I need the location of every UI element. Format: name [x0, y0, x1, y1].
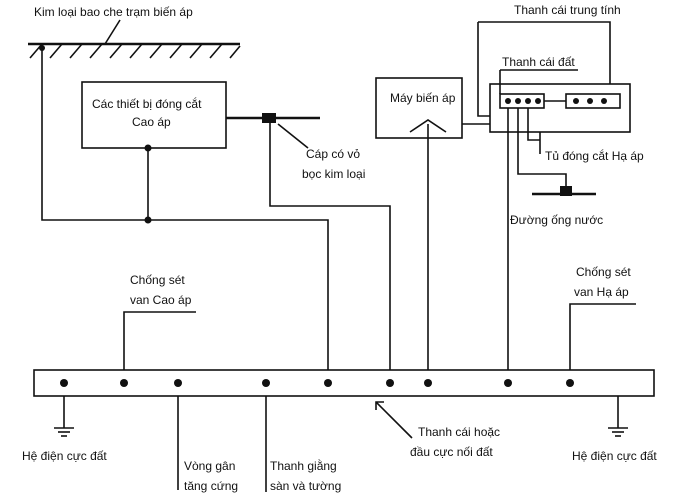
- earth-right-label: Hệ điện cực đất: [572, 449, 657, 463]
- bar-connection-dot: [120, 379, 128, 387]
- hv-arrester-label-2: van Cao áp: [130, 293, 192, 307]
- bar-connection-dot: [262, 379, 270, 387]
- floor-label-1: Thanh giằng: [270, 458, 337, 473]
- main-bar-leader: [375, 401, 413, 439]
- enclosure-symbol: [28, 42, 241, 59]
- lv-arrester-wire: [569, 303, 636, 382]
- water-pipe-clamp: [560, 186, 572, 196]
- terminal-dot: [515, 98, 521, 104]
- earth-left-label: Hệ điện cực đất: [22, 449, 107, 463]
- lv-box-bond: [527, 108, 540, 141]
- water-pipe-label: Đường ống nước: [510, 213, 603, 227]
- neutral-bus-leader: [478, 21, 611, 84]
- main-bar-label-2: đầu cực nối đất: [410, 445, 493, 459]
- hv-switchgear-label-1: Các thiết bị đóng cắt: [92, 96, 202, 111]
- bar-connection-dot: [504, 379, 512, 387]
- hv-switchgear-box: [81, 81, 227, 149]
- neutral-bus-label: Thanh cái trung tính: [514, 3, 621, 17]
- terminal-dot: [535, 98, 541, 104]
- junction-dot: [39, 45, 45, 51]
- transformer-symbol: [409, 119, 447, 133]
- enclosure-leader: [104, 19, 121, 45]
- lv-arrester-label-2: van Hạ áp: [574, 285, 629, 299]
- hv-switchgear-drop: [147, 148, 329, 382]
- lv-switchgear-label: Tủ đóng cắt Hạ áp: [545, 148, 644, 163]
- hv-arrester-label-1: Chống sét: [130, 273, 185, 287]
- bar-connection-dot: [174, 379, 182, 387]
- cable-label-1: Cáp có vỏ: [306, 147, 360, 161]
- transformer-box: [375, 77, 463, 139]
- enclosure-label: Kim loại bao che trạm biến áp: [34, 5, 193, 19]
- ring-label-1: Vòng gân: [184, 459, 235, 473]
- terminal-dot: [601, 98, 607, 104]
- lv-arrester-label-1: Chống sét: [576, 265, 631, 279]
- main-bar-label-1: Thanh cái hoặc: [418, 425, 500, 439]
- terminal-dot: [525, 98, 531, 104]
- cable-leader: [277, 123, 309, 149]
- bar-connection-dot: [566, 379, 574, 387]
- transformer-label: Máy biến áp: [390, 91, 456, 105]
- bar-connection-dot: [60, 379, 68, 387]
- terminal-dot: [573, 98, 579, 104]
- terminal-dot: [505, 98, 511, 104]
- terminal-dot: [587, 98, 593, 104]
- bar-connection-dot: [324, 379, 332, 387]
- ring-label-2: tăng cứng: [184, 479, 238, 493]
- main-bar-leader-arrowhead: [375, 401, 384, 410]
- hv-switchgear-label-2: Cao áp: [132, 115, 171, 129]
- bar-connection-dot: [424, 379, 432, 387]
- cable-sheath-bond: [269, 123, 391, 382]
- bar-connection-dot: [386, 379, 394, 387]
- enclosure-bond-wire: [41, 44, 148, 221]
- cable-label-2: bọc kim loại: [302, 167, 365, 181]
- earth-bus-label: Thanh cái đất: [502, 55, 575, 69]
- hv-arrester-wire: [123, 311, 196, 382]
- water-pipe-bond: [517, 108, 567, 186]
- main-earth-bar: [33, 369, 655, 397]
- cable-gland: [262, 113, 276, 123]
- floor-label-2: sàn và tường: [270, 479, 341, 493]
